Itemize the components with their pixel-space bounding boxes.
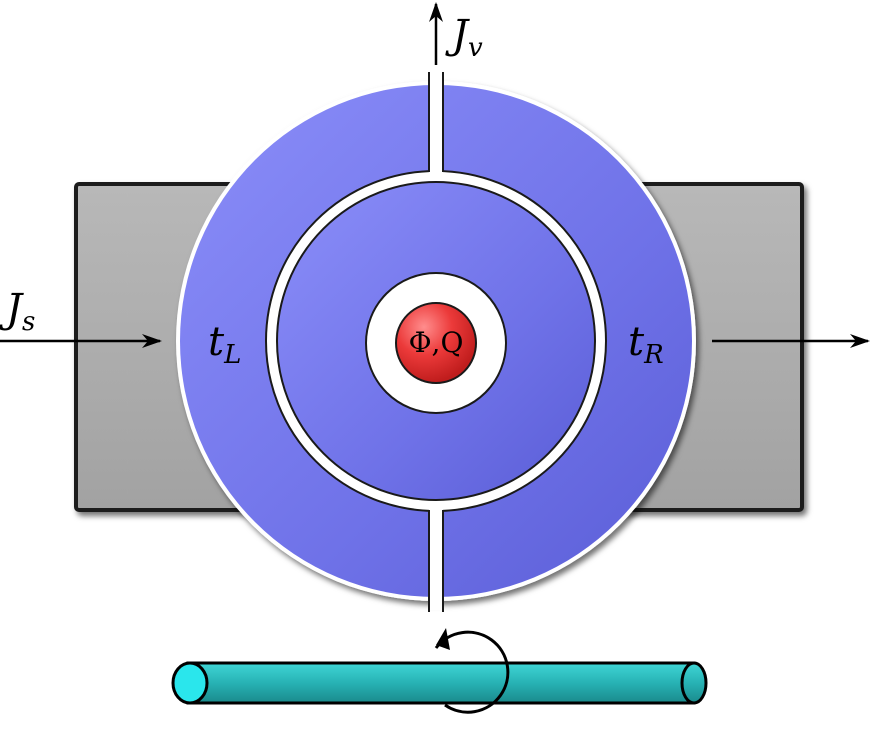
tr-label: tR <box>628 319 664 370</box>
rotation-arrow <box>434 628 510 714</box>
center-dot <box>395 302 477 384</box>
js-label: Js <box>0 286 35 337</box>
bottom-slit <box>429 506 443 610</box>
center-label: Φ,Q <box>409 326 464 359</box>
top-slit <box>429 72 443 176</box>
jv-label: Jv <box>445 12 483 63</box>
rod <box>171 661 708 705</box>
rod-cap <box>171 661 209 705</box>
tl-label: tL <box>208 319 241 370</box>
